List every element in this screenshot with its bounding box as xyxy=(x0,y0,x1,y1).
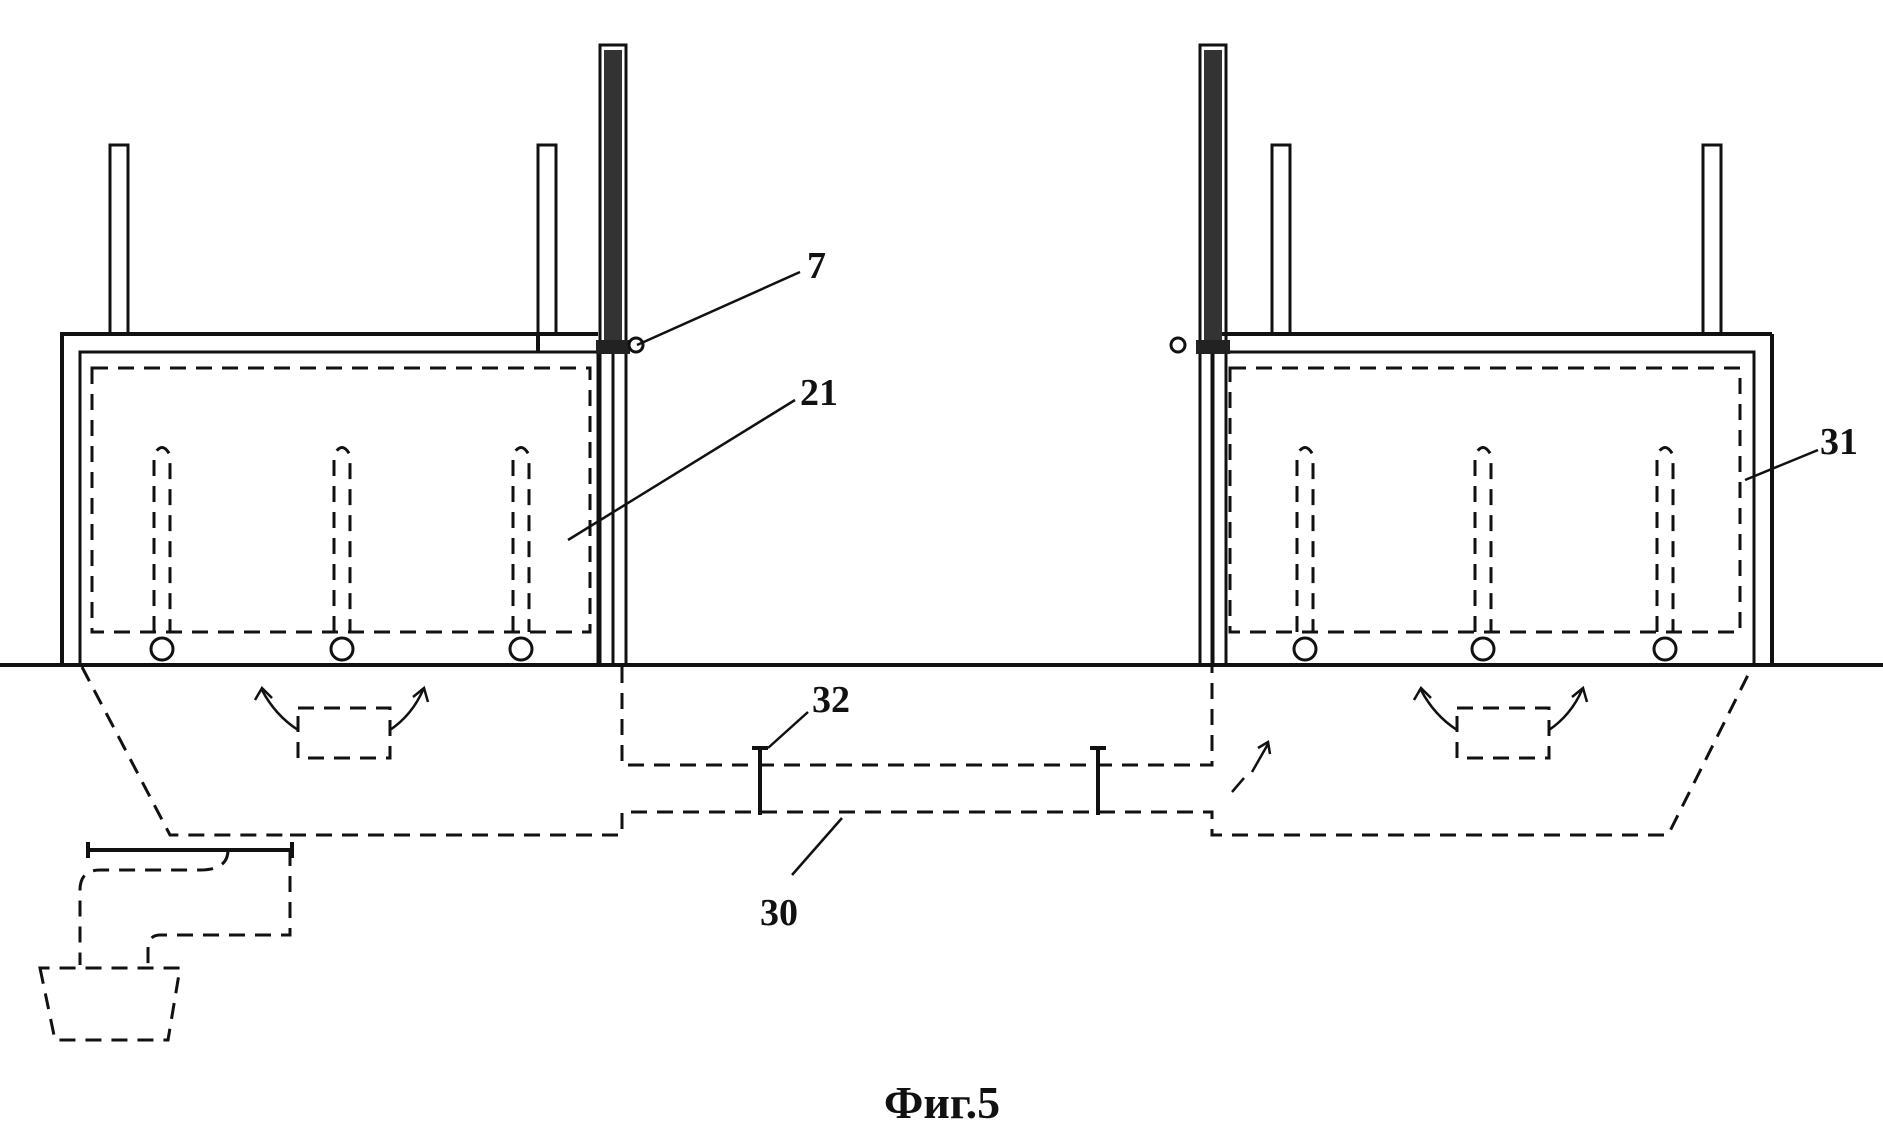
right-post-1 xyxy=(1272,145,1290,334)
right-rod-1 xyxy=(1297,448,1313,633)
label-32-text: 32 xyxy=(812,679,850,721)
right-rod-2 xyxy=(1475,448,1491,633)
label-7-text: 7 xyxy=(807,245,826,287)
right-door-rack xyxy=(1171,45,1230,665)
valve-left xyxy=(752,748,768,815)
right-basket xyxy=(1230,368,1740,632)
left-housing-outer xyxy=(62,334,538,665)
left-rod-1 xyxy=(154,448,170,633)
left-rod-3 xyxy=(513,448,529,633)
right-fan-box xyxy=(1457,708,1549,758)
right-wheel-3 xyxy=(1654,638,1676,660)
right-wheel-1 xyxy=(1294,638,1316,660)
figure-caption: Фиг.5 xyxy=(884,1077,1000,1128)
left-unit xyxy=(62,145,598,665)
left-housing-inner xyxy=(80,352,598,665)
right-latch xyxy=(1171,338,1185,352)
label-30-text: 30 xyxy=(760,892,798,934)
label-31-text: 31 xyxy=(1820,421,1858,463)
label-30: 30 xyxy=(760,818,842,934)
left-wheel-3 xyxy=(510,638,532,660)
right-housing-inner xyxy=(1212,352,1754,665)
left-wheel-2 xyxy=(331,638,353,660)
label-21: 21 xyxy=(568,372,838,540)
underground-channels xyxy=(40,667,1752,1040)
blower-box xyxy=(40,968,180,1040)
left-post-2 xyxy=(538,145,556,334)
left-basket xyxy=(92,368,590,632)
left-rod-2 xyxy=(334,448,350,633)
right-post-2 xyxy=(1703,145,1721,334)
label-21-text: 21 xyxy=(800,372,838,414)
label-32: 32 xyxy=(768,679,850,748)
right-rod-3 xyxy=(1657,448,1673,633)
valve-right xyxy=(1090,748,1106,815)
label-31: 31 xyxy=(1745,421,1858,480)
left-post-1 xyxy=(110,145,128,334)
left-door-rack xyxy=(596,45,643,665)
left-latch xyxy=(629,338,643,352)
label-7: 7 xyxy=(637,245,826,345)
right-unit xyxy=(1212,145,1772,665)
left-fan-box xyxy=(298,708,390,758)
right-wheel-2 xyxy=(1472,638,1494,660)
left-wheel-1 xyxy=(151,638,173,660)
